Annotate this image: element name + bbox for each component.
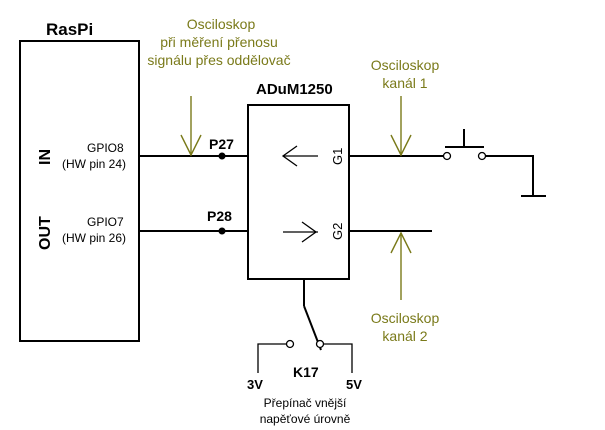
arrow-up-ch2-icon <box>390 231 412 300</box>
node-p28-dot <box>218 227 226 235</box>
osc-isolator-line2: při měření přenosu <box>160 34 278 50</box>
arrow-down-ch1-icon <box>390 96 412 157</box>
switch-desc-line1: Přepínač vnější <box>264 396 347 410</box>
raspi-out-label: OUT <box>37 216 54 250</box>
arrow-right-icon <box>283 221 318 243</box>
switch-right-label: 5V <box>346 377 362 392</box>
toggle-switch-icon <box>257 305 353 373</box>
osc-ch2-line1: Osciloskop <box>371 310 440 326</box>
gpio7-pin-label: (HW pin 26) <box>62 231 126 245</box>
osc-ch2-line2: kanál 2 <box>382 328 427 344</box>
gpio8-pin-label: (HW pin 24) <box>62 157 126 171</box>
gpio7-label: GPIO7 <box>87 215 124 229</box>
gpio8-label: GPIO8 <box>87 141 124 155</box>
chip-g1-label: G1 <box>330 148 345 165</box>
node-p27-dot <box>218 152 226 160</box>
osc-isolator-line3: signálu přes oddělovač <box>147 52 290 68</box>
chip-block <box>247 104 350 280</box>
raspi-title: RasPi <box>46 20 93 39</box>
switch-desc-line2: napěťové úrovně <box>260 412 351 426</box>
wire-to-ground <box>486 155 534 196</box>
raspi-in-label: IN <box>37 149 54 165</box>
node-p27-label: P27 <box>209 136 234 152</box>
arrow-down-icon <box>180 96 202 157</box>
osc-ch1-line2: kanál 1 <box>382 75 427 91</box>
push-button-icon <box>442 129 487 161</box>
osc-ch1-line1: Osciloskop <box>371 57 440 73</box>
osc-isolator-line1: Osciloskop <box>187 16 256 32</box>
switch-left-label: 3V <box>247 377 263 392</box>
switch-name: K17 <box>293 364 319 380</box>
node-p28-label: P28 <box>207 208 232 224</box>
raspi-block <box>19 40 140 342</box>
arrow-left-icon <box>281 145 318 167</box>
chip-g2-label: G2 <box>330 223 345 240</box>
chip-title: ADuM1250 <box>256 81 333 98</box>
